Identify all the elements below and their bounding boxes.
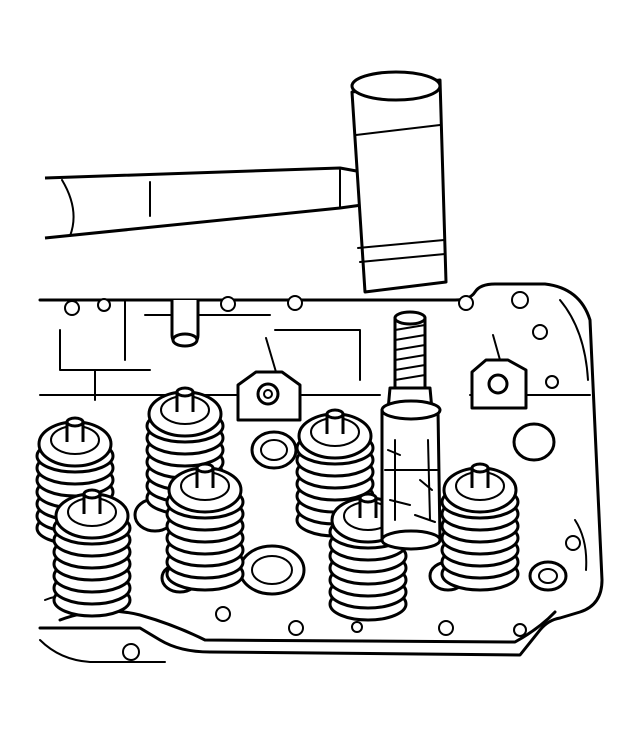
valve-spring (440, 462, 520, 592)
valve-spring (295, 408, 375, 538)
valve-springs (35, 386, 520, 622)
valve-spring (165, 462, 245, 592)
bolt-holes (64, 291, 581, 661)
rocker-pedestals (170, 300, 528, 422)
valve-spring-compressor-tool (380, 310, 442, 551)
valve-spring (52, 488, 132, 618)
hammer (44, 70, 448, 294)
